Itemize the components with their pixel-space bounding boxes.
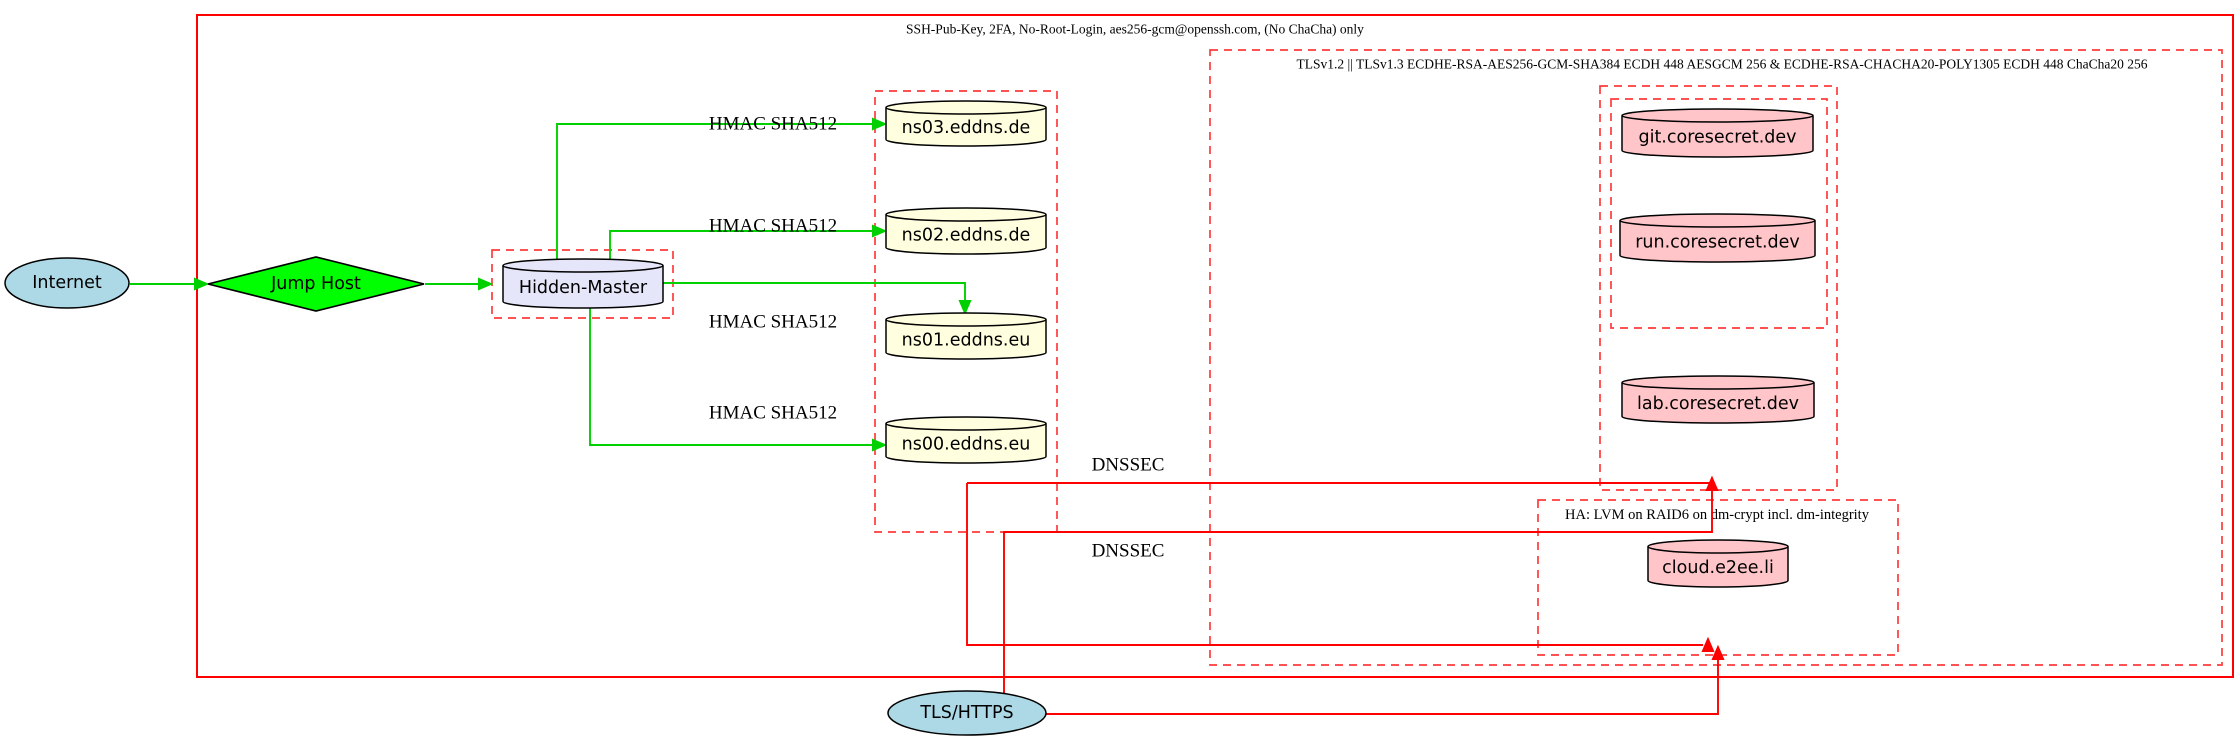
edge-tlshttps-to-ha-arrowhead (1711, 644, 1725, 660)
node-label-git-coresecret: git.coresecret.dev (1638, 127, 1796, 147)
node-label-internet: Internet (32, 273, 102, 293)
node-ns01-lid (885, 319, 1047, 327)
node-label-ns02: ns02.eddns.de (902, 225, 1031, 245)
node-internet (4, 257, 130, 309)
cluster-label-ha-storage: HA: LVM on RAID6 on dm-crypt incl. dm-in… (1565, 507, 1870, 523)
node-ns03-lid (885, 107, 1047, 115)
node-lab-coresecret-lid (1621, 382, 1815, 390)
edge-hiddenmaster-to-ns01-arrowhead (958, 300, 972, 316)
cluster-tls-ciphers (1209, 49, 2223, 666)
node-label-jump-host: Jump Host (270, 274, 361, 294)
edge-label-hmac-4: HMAC SHA512 (709, 403, 837, 424)
node-label-run-coresecret: run.coresecret.dev (1635, 232, 1800, 252)
cluster-coresecret-inner (1610, 98, 1828, 329)
node-label-tls-https: TLS/HTTPS (919, 703, 1013, 723)
edge-label-hmac-3: HMAC SHA512 (709, 312, 837, 333)
cluster-label-tls-ciphers: TLSv1.2 || TLSv1.3 ECDHE-RSA-AES256-GCM-… (1297, 57, 2148, 72)
edge-hiddenmaster-to-ns02 (609, 230, 873, 262)
edge-dnssec-to-ha (966, 483, 1703, 646)
node-label-ns03: ns03.eddns.de (902, 118, 1031, 138)
node-label-hidden-master: Hidden-Master (519, 278, 648, 298)
edge-label-hmac-2: HMAC SHA512 (709, 216, 837, 237)
edge-hiddenmaster-to-ns00-arrowhead (872, 438, 888, 452)
node-label-ns00: ns00.eddns.eu (902, 434, 1031, 454)
node-label-lab-coresecret: lab.coresecret.dev (1637, 394, 1799, 414)
node-ns00-lid (885, 423, 1047, 431)
cluster-ha-storage (1537, 499, 1899, 656)
edge-dnssec-to-ha-arrowhead (1701, 636, 1715, 652)
edge-tlshttps-to-ha (1046, 659, 1719, 715)
edge-label-hmac-1: HMAC SHA512 (709, 114, 837, 135)
node-ns03 (885, 100, 1047, 147)
node-label-ns01: ns01.eddns.eu (902, 330, 1031, 350)
node-run-coresecret-lid (1619, 220, 1816, 228)
node-label-cloud-e2ee: cloud.e2ee.li (1662, 558, 1774, 578)
edge-hiddenmaster-to-ns00 (589, 307, 873, 446)
node-cloud-e2ee-lid (1647, 546, 1789, 554)
cluster-coresecret-outer (1599, 85, 1838, 491)
edge-hiddenmaster-to-ns03-arrowhead (872, 117, 888, 131)
node-hidden-master-lid (502, 265, 664, 273)
cluster-label-ssh-hardening: SSH-Pub-Key, 2FA, No-Root-Login, aes256-… (906, 22, 1364, 37)
edge-label-dnssec-2: DNSSEC (1092, 541, 1165, 562)
edge-tlshttps-to-coresecret (1003, 490, 1713, 693)
edge-hiddenmaster-to-ns02-arrowhead (872, 224, 888, 238)
edge-internet-to-jumphost-arrowhead (194, 277, 210, 291)
node-tls-https (887, 690, 1047, 736)
edge-hiddenmaster-to-ns03 (556, 123, 873, 262)
cluster-dns-servers (874, 90, 1058, 533)
node-ns02-lid (885, 214, 1047, 222)
node-jump-host (207, 256, 425, 312)
cluster-ssh-hardening (196, 14, 2234, 678)
edge-label-dnssec-1: DNSSEC (1092, 455, 1165, 476)
edge-tlshttps-to-coresecret-arrowhead (1705, 475, 1719, 491)
node-git-coresecret-lid (1621, 115, 1814, 123)
edge-jumphost-to-hiddenmaster-arrowhead (478, 277, 494, 291)
edge-hiddenmaster-to-ns01 (663, 282, 966, 301)
